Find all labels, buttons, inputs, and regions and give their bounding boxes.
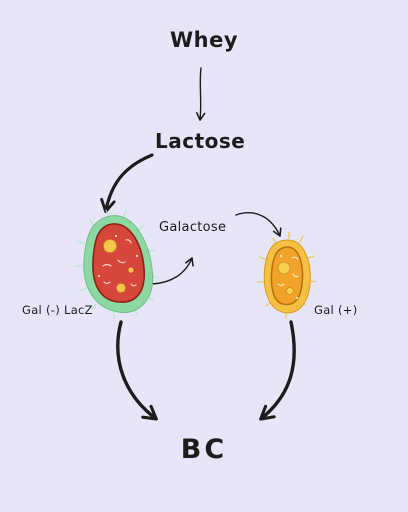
gal-neg-lacz-cell (75, 209, 159, 319)
lactose-label: Lactose (155, 129, 246, 153)
gal-pos-label: Gal (+) (314, 303, 358, 317)
arrow-lactose-to-gal-neg-cell (100, 153, 154, 214)
arrow-gal-pos-cell-to-bc (259, 320, 296, 421)
arrow-gal-neg-cell-to-galactose (151, 257, 194, 285)
arrow-whey-to-lactose (195, 67, 206, 121)
gal-neg-lacz-label: Gal (-) LacZ (22, 303, 93, 317)
arrow-gal-neg-cell-to-bc (116, 320, 158, 421)
galactose-label: Galactose (159, 220, 227, 235)
whey-label: Whey (169, 28, 239, 52)
gal-pos-cell (257, 231, 316, 319)
bc-label: BC (180, 434, 228, 465)
arrow-galactose-to-gal-pos-cell (235, 212, 282, 237)
